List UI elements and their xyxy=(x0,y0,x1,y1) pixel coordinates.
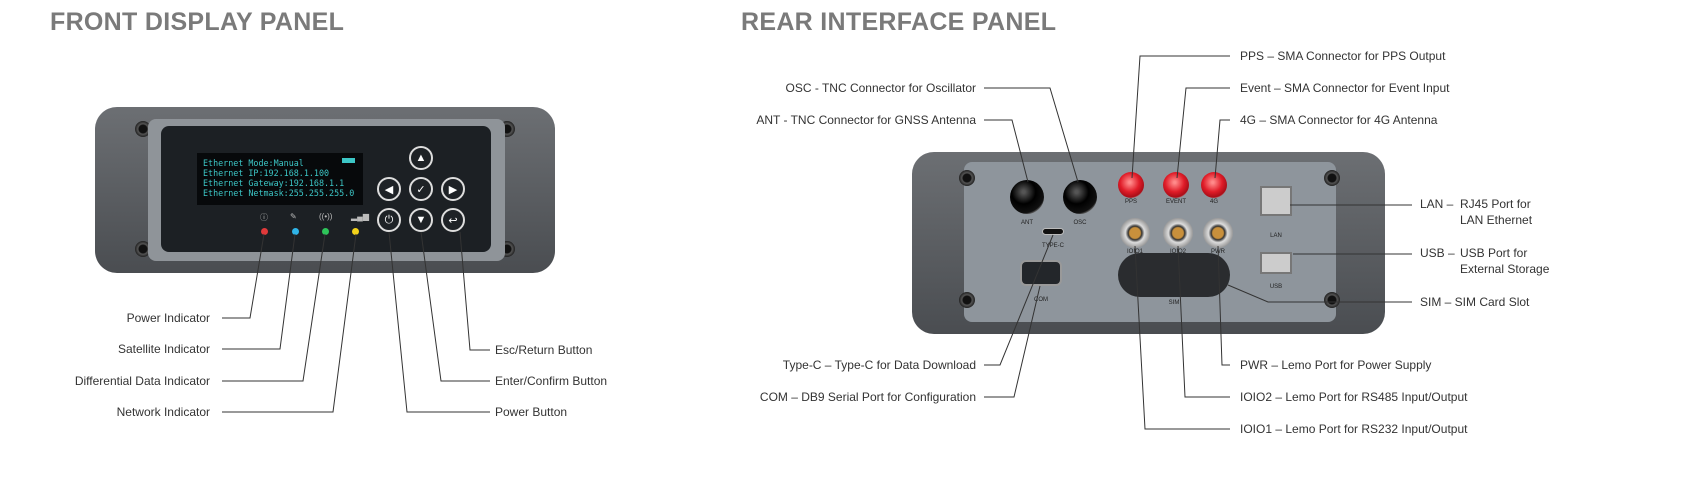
event-mark: EVENT xyxy=(1165,199,1186,205)
power-button-label: Power Button xyxy=(495,405,568,419)
sim-label: SIM – SIM Card Slot xyxy=(1420,295,1530,309)
battery-icon xyxy=(342,158,355,163)
rear-panel-title: REAR INTERFACE PANEL xyxy=(741,8,1057,36)
osc-label: OSC - TNC Connector for Oscillator xyxy=(785,81,977,95)
screw-icon xyxy=(135,241,151,257)
lan-desc-line: LAN Ethernet xyxy=(1460,213,1533,227)
network-bars-icon: ▂▄▆ xyxy=(351,212,369,221)
ioio1-label: IOIO1 – Lemo Port for RS232 Input/Output xyxy=(1240,422,1468,436)
ant-label: ANT - TNC Connector for GNSS Antenna xyxy=(756,113,976,127)
ioio2-port xyxy=(1163,218,1193,248)
pwr-port xyxy=(1203,218,1233,248)
esc-button[interactable]: ↩ xyxy=(441,208,465,232)
lan-label-desc: RJ45 Port for LAN Ethernet xyxy=(1460,197,1532,227)
lan-port xyxy=(1260,186,1292,216)
screw-icon xyxy=(959,292,975,308)
down-button[interactable]: ▼ xyxy=(409,208,433,232)
power-indicator-label: Power Indicator xyxy=(126,311,210,325)
pps-label: PPS – SMA Connector for PPS Output xyxy=(1240,49,1446,63)
network-indicator-label: Network Indicator xyxy=(116,405,210,419)
ant-connector xyxy=(1010,180,1044,214)
type-c-port xyxy=(1042,228,1064,235)
satellite-icon: ✎ xyxy=(290,212,297,221)
screen-line: Ethernet IP:192.168.1.100 xyxy=(203,168,330,178)
event-connector xyxy=(1163,172,1189,198)
screw-icon xyxy=(1324,292,1340,308)
front-panel-title: FRONT DISPLAY PANEL xyxy=(50,8,345,36)
lan-label: LAN – xyxy=(1420,197,1454,211)
up-button[interactable]: ▲ xyxy=(409,146,433,170)
typec-label: Type-C – Type-C for Data Download xyxy=(782,358,976,372)
pps-connector xyxy=(1118,172,1144,198)
esc-button-label: Esc/Return Button xyxy=(495,343,593,357)
satellite-indicator-label: Satellite Indicator xyxy=(117,342,210,356)
ioio2-label: IOIO2 – Lemo Port for RS485 Input/Output xyxy=(1240,390,1468,404)
4g-mark: 4G xyxy=(1209,199,1218,205)
screw-icon xyxy=(959,170,975,186)
enter-button[interactable]: ✓ xyxy=(409,177,433,201)
usb-label: USB – xyxy=(1420,246,1455,260)
power-led xyxy=(261,228,268,235)
lan-desc-line: RJ45 Port for xyxy=(1460,197,1531,211)
lan-mark: LAN xyxy=(1270,233,1282,239)
sim-mark: SIM xyxy=(1168,300,1180,306)
com-mark: COM xyxy=(1034,297,1048,303)
pwr-label: PWR – Lemo Port for Power Supply xyxy=(1240,358,1432,372)
screen-line: Ethernet Mode:Manual xyxy=(203,158,304,168)
power-icon: ⓘ xyxy=(260,213,268,222)
power-button[interactable]: ⏻ xyxy=(377,208,401,232)
usb-mark: USB xyxy=(1269,284,1283,290)
osc-connector xyxy=(1063,180,1097,214)
usb-desc-line: External Storage xyxy=(1460,262,1550,276)
4g-connector xyxy=(1201,172,1227,198)
screen-line: Ethernet Gateway:192.168.1.1 xyxy=(203,178,345,188)
right-button[interactable]: ▶ xyxy=(441,177,465,201)
screw-icon xyxy=(1324,170,1340,186)
signal-icon: ((•)) xyxy=(319,212,333,221)
ant-mark: ANT xyxy=(1021,220,1033,226)
satellite-led xyxy=(292,228,299,235)
screen-line: Ethernet Netmask:255.255.255.0 xyxy=(203,188,355,198)
event-label: Event – SMA Connector for Event Input xyxy=(1240,81,1450,95)
left-button[interactable]: ◀ xyxy=(377,177,401,201)
network-led xyxy=(352,228,359,235)
typec-mark: TYPE-C xyxy=(1041,243,1064,249)
pps-mark: PPS xyxy=(1124,199,1137,205)
osc-mark: OSC xyxy=(1073,220,1087,226)
usb-label-desc: USB Port for External Storage xyxy=(1460,246,1549,276)
4g-label: 4G – SMA Connector for 4G Antenna xyxy=(1240,113,1438,127)
usb-port xyxy=(1260,252,1292,274)
enter-button-label: Enter/Confirm Button xyxy=(495,374,608,388)
differential-indicator-label: Differential Data Indicator xyxy=(74,374,210,388)
usb-desc-line: USB Port for xyxy=(1460,246,1528,260)
differential-led xyxy=(322,228,329,235)
com-label: COM – DB9 Serial Port for Configuration xyxy=(759,390,976,404)
ioio1-port xyxy=(1120,218,1150,248)
screw-icon xyxy=(135,121,151,137)
lcd-screen: Ethernet Mode:Manual Ethernet IP:192.168… xyxy=(197,153,363,205)
